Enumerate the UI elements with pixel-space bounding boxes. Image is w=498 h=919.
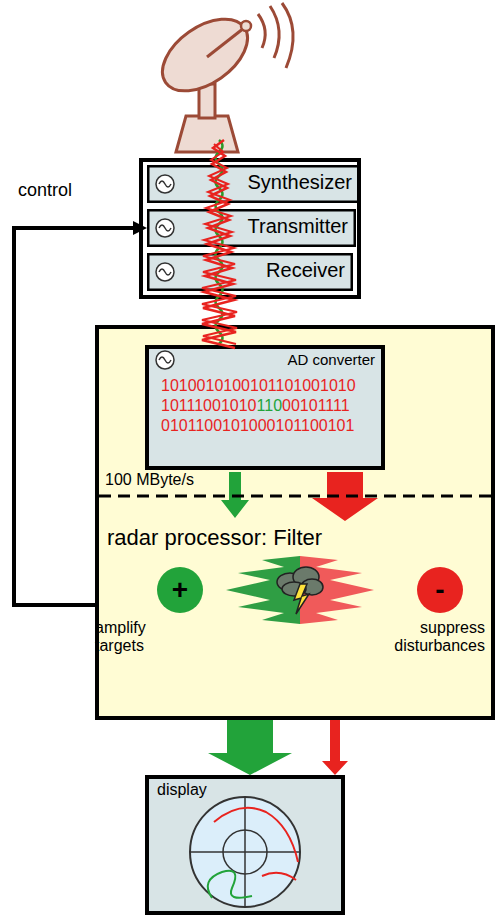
oscillator-icon	[156, 175, 174, 193]
unit-box-shape	[148, 166, 359, 202]
amplify-circle-shape	[157, 567, 203, 613]
unit-box: Synthesizer	[147, 165, 360, 203]
text-slot: Receiver	[266, 259, 345, 282]
separator-line	[99, 495, 491, 498]
oscillator-icon	[156, 219, 174, 237]
unit-box-shape	[148, 254, 352, 290]
text-row: 100 MByte/s	[105, 471, 194, 489]
text-slot: amplify targets	[95, 619, 179, 656]
connector-label: control	[18, 180, 72, 201]
oscillator-icon	[156, 351, 174, 369]
disturbance-signal	[202, 144, 237, 344]
sign-symbol: +	[172, 576, 188, 604]
text-slot: display	[157, 781, 207, 799]
text-slot: -	[417, 567, 463, 613]
unit-stack-frame	[141, 160, 359, 297]
unit-name: Transmitter	[248, 215, 348, 238]
unit-box-shape	[148, 210, 355, 246]
suppress-circle: -suppress disturbances	[417, 567, 463, 613]
processor-box: radar processor: Filter AD converter 10100…	[95, 325, 495, 720]
data-flow-arrow	[208, 720, 292, 775]
text-slot: suppress disturbances	[381, 619, 485, 656]
display-box: display	[145, 775, 345, 915]
display-box-shape	[147, 777, 343, 913]
text-row: 1011100101011000101111	[161, 397, 350, 415]
text-row: 0101100101000101100101	[161, 417, 354, 435]
connector-layer	[14, 228, 348, 775]
converter-name: AD converter	[287, 351, 375, 368]
disturbance-signal	[202, 140, 236, 348]
circle-caption: amplify targets	[95, 619, 179, 656]
converter-box: AD converter 1010010100101101001010 101110…	[145, 345, 385, 470]
unit-box: Transmitter	[147, 209, 356, 247]
converter-box-shape	[147, 347, 383, 468]
data-rate: 100 MByte/s	[105, 471, 194, 489]
unit-name: Synthesizer	[248, 171, 353, 194]
text-slot: control	[18, 180, 72, 201]
sign-symbol: -	[435, 576, 444, 604]
suppress-circle-shape	[417, 567, 463, 613]
bit-string: 110	[257, 397, 283, 415]
bit-string: 0101100101000101100101	[161, 417, 354, 435]
unit-name: Receiver	[266, 259, 345, 282]
text-row: 1010010100101101001010	[161, 377, 356, 395]
unit-box: Receiver	[147, 253, 353, 291]
shape-layer	[97, 166, 493, 913]
circle-caption: suppress disturbances	[381, 619, 485, 656]
text-slot: +	[157, 567, 203, 613]
storm-symbol	[226, 556, 374, 624]
bit-string: 1010010100101101001010	[161, 377, 356, 395]
text-slot: radar processor: Filter	[107, 525, 322, 550]
display-name: display	[157, 781, 207, 799]
data-flow-arrow	[322, 720, 348, 775]
text-slot: Transmitter	[248, 215, 348, 238]
bit-string: 00101111	[282, 397, 350, 415]
illustration	[99, 3, 491, 907]
text-slot: Synthesizer	[248, 171, 353, 194]
processor-title: radar processor: Filter	[107, 525, 322, 550]
radar-scope	[190, 797, 300, 907]
oscillator-icon	[156, 263, 174, 281]
bit-string: 10111001010	[161, 397, 257, 415]
text-slot: AD converter	[287, 351, 375, 368]
amplify-circle: +amplify targets	[157, 567, 203, 613]
processor-box-shape	[97, 327, 493, 718]
radar-antenna	[150, 3, 293, 152]
